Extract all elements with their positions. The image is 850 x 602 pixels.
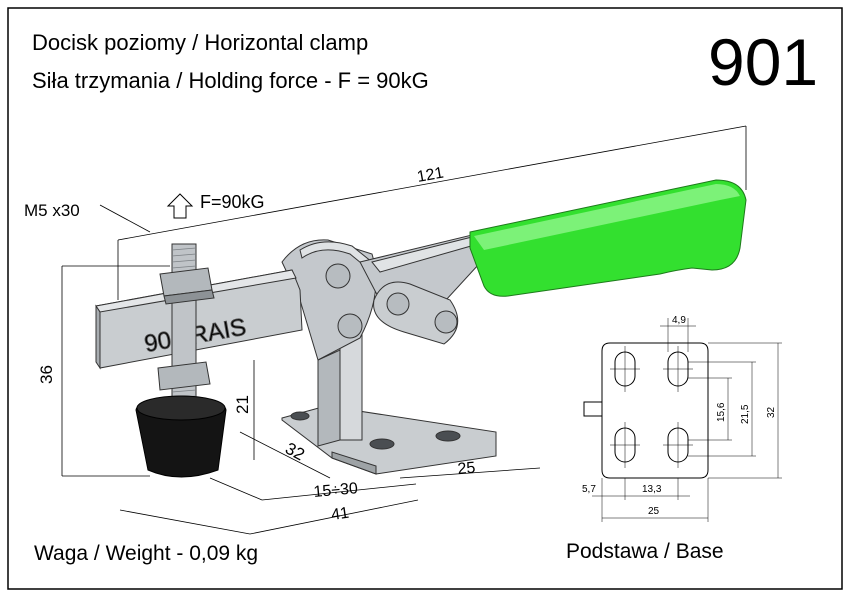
pivot-pin [434, 310, 458, 334]
base-dim-plate-width: 25 [648, 506, 660, 517]
base-dim-slot-span-v: 21,5 [740, 404, 751, 424]
weight-label: Waga / Weight - 0,09 kg [34, 542, 258, 565]
base-plate-outline [601, 342, 709, 479]
dim-base-depth: 32 [282, 439, 308, 465]
pivot-pin [386, 292, 410, 316]
title-line-1: Docisk poziomy / Horizontal clamp [32, 30, 368, 55]
dim-base-length: 25 [457, 459, 476, 477]
dim-reach-range: 15÷30 [313, 480, 359, 501]
dimension-lines [61, 125, 747, 535]
spindle-nut-bottom [157, 361, 211, 391]
upright-bracket [317, 349, 341, 447]
base-dim-slot-width: 4,9 [672, 315, 686, 326]
model-number: 901 [708, 25, 818, 99]
base-dim-hole-spacing-h: 13,3 [642, 484, 662, 495]
pivot-pin [325, 263, 351, 289]
base-view: 4,9 15,6 21,5 32 5,7 13,3 25 [582, 315, 782, 522]
clamp-illustration: 901 RAIS [95, 179, 747, 478]
base-dim-edge-offset: 5,7 [582, 484, 596, 495]
dim-overall-length: 121 [416, 165, 445, 186]
pivot-pin [337, 313, 363, 339]
base-dim-plate-height: 32 [766, 406, 777, 418]
sheet-border [7, 7, 843, 590]
dim-spindle-height: 21 [233, 395, 252, 414]
title-line-2: Siła trzymania / Holding force - F = 90k… [32, 68, 429, 93]
force-arrow-icon [166, 193, 194, 219]
dim-spindle-reach: 41 [330, 505, 350, 524]
base-dim-hole-spacing-v: 15,6 [716, 402, 727, 422]
base-view-title: Podstawa / Base [566, 540, 724, 563]
thread-label: M5 x30 [24, 201, 80, 220]
dim-overall-height: 36 [37, 365, 56, 384]
base-hole [369, 438, 395, 450]
force-label: F=90kG [200, 192, 265, 212]
base-hole [435, 430, 461, 442]
